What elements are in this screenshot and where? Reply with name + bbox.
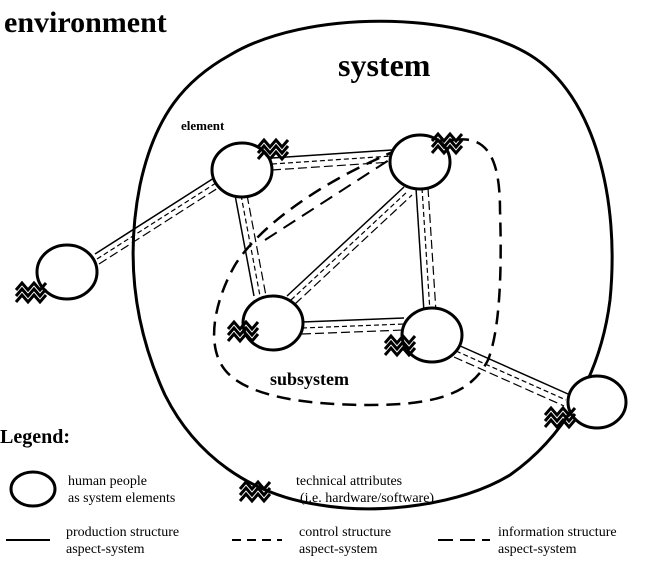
element-node-external-right bbox=[543, 374, 628, 430]
link-bottom bbox=[301, 317, 405, 335]
legend-information-line2: aspect-system bbox=[498, 542, 577, 557]
legend-production-line2: aspect-system bbox=[66, 542, 145, 557]
legend-control-line2: aspect-system bbox=[299, 542, 378, 557]
system-boundary bbox=[131, 19, 614, 511]
legend-human-icon bbox=[9, 470, 57, 508]
element-node-top-left bbox=[210, 138, 290, 199]
legend-technical-line2: (i.e. hardware/software) bbox=[300, 491, 434, 506]
element-node-external-left bbox=[14, 243, 99, 304]
info-line-cross bbox=[264, 139, 421, 241]
subsystem-boundary bbox=[212, 138, 502, 407]
link-left-vertical bbox=[234, 194, 267, 297]
legend-production-line1: production structure bbox=[66, 525, 179, 540]
link-external-right bbox=[453, 344, 569, 407]
link-diagonal bbox=[286, 186, 413, 305]
legend-information-line1: information structure bbox=[498, 525, 617, 540]
legend-human-line2: as system elements bbox=[68, 491, 175, 506]
legend-technical-line1: technical attributes bbox=[296, 474, 402, 489]
element-node-bottom-right bbox=[383, 306, 464, 364]
element-node-bottom-left bbox=[226, 294, 305, 352]
element-label: element bbox=[181, 118, 225, 133]
legend-human-line1: human people bbox=[68, 474, 147, 489]
subsystem-label: subsystem bbox=[270, 369, 349, 389]
legend-control-line1: control structure bbox=[299, 525, 391, 540]
element-node-top-right bbox=[388, 132, 464, 191]
link-external-left bbox=[94, 177, 219, 265]
link-top bbox=[271, 149, 393, 171]
system-label: system bbox=[338, 47, 431, 83]
legend-title: Legend: bbox=[0, 426, 70, 448]
link-right-vertical bbox=[415, 187, 437, 313]
legend-hatch-icon bbox=[238, 480, 272, 503]
environment-label: environment bbox=[4, 6, 167, 39]
